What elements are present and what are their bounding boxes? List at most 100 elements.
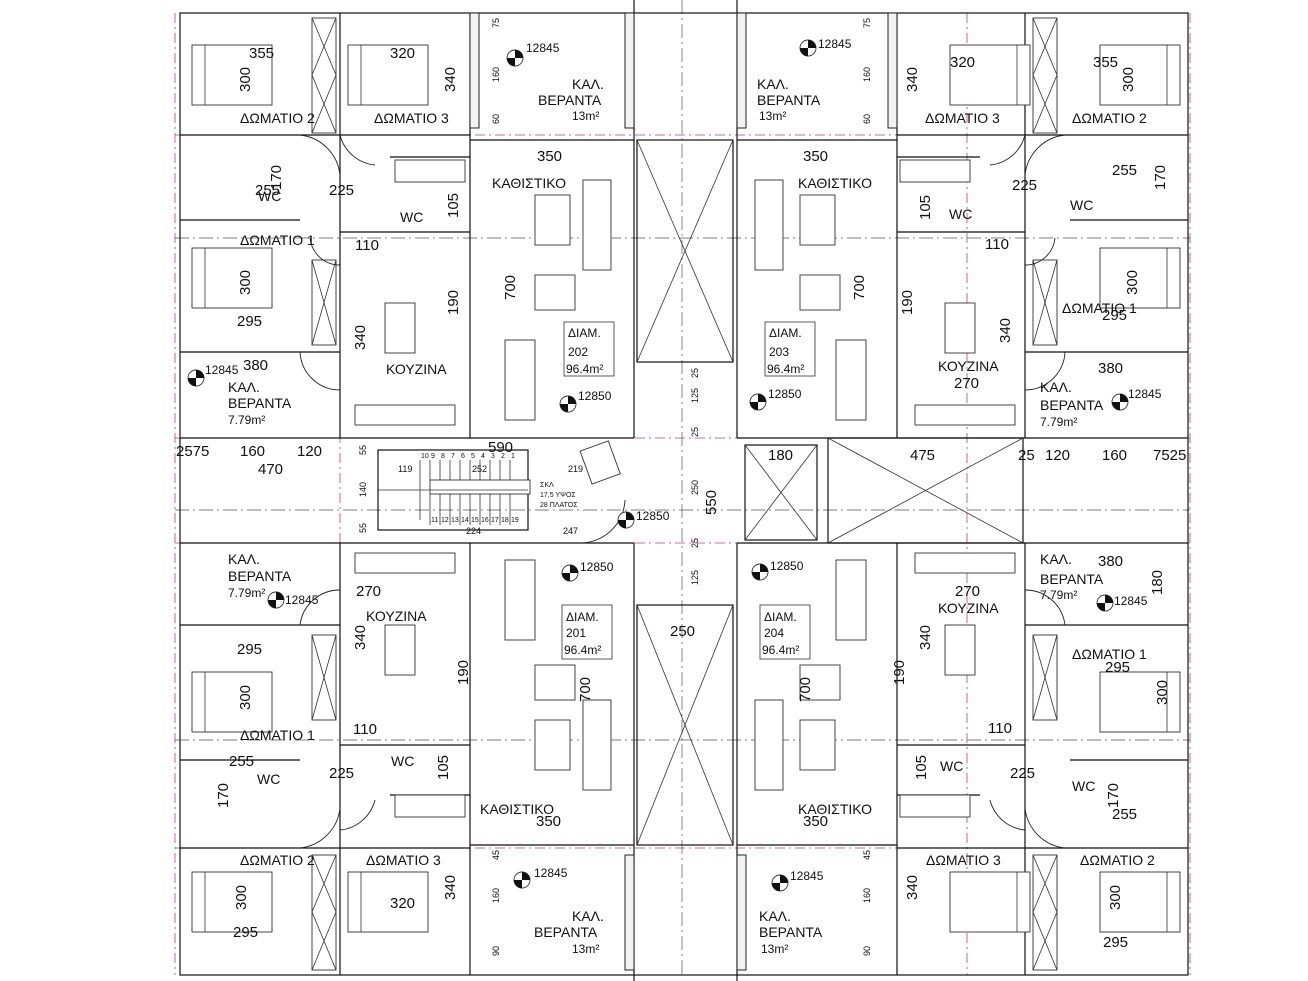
svg-text:110: 110 <box>355 237 379 254</box>
room-label: ΚΑΘΙΣΤΙΚΟ <box>492 175 566 191</box>
svg-text:340: 340 <box>904 67 921 92</box>
svg-text:170: 170 <box>268 165 285 190</box>
svg-text:340: 340 <box>352 325 369 350</box>
svg-text:380: 380 <box>243 357 268 374</box>
apt-name: ΔΙΑΜ. <box>568 326 601 340</box>
svg-text:ΚΑΛ.: ΚΑΛ. <box>572 908 604 924</box>
svg-text:12845: 12845 <box>790 869 824 883</box>
room-label: ΚΑΘΙΣΤΙΚΟ <box>798 801 872 817</box>
room-label: ΚΟΥΖΙΝΑ <box>366 608 427 624</box>
svg-text:550: 550 <box>703 490 720 515</box>
svg-text:105: 105 <box>913 755 930 780</box>
svg-text:19: 19 <box>511 517 519 524</box>
svg-text:18: 18 <box>501 517 509 524</box>
svg-text:12845: 12845 <box>818 37 852 51</box>
svg-text:12845: 12845 <box>526 41 560 55</box>
svg-text:10: 10 <box>421 453 429 460</box>
room-label: ΔΩΜΑΤΙΟ 3 <box>366 852 441 868</box>
svg-text:14: 14 <box>461 517 469 524</box>
svg-text:470: 470 <box>258 461 283 478</box>
kitchen-counters <box>354 159 1016 818</box>
svg-text:160: 160 <box>491 888 501 903</box>
svg-text:110: 110 <box>985 236 1009 253</box>
svg-text:190: 190 <box>455 660 472 685</box>
svg-text:125: 125 <box>690 388 700 403</box>
svg-text:224: 224 <box>466 526 481 536</box>
svg-text:160: 160 <box>491 67 501 82</box>
svg-text:12850: 12850 <box>770 559 804 573</box>
svg-text:250: 250 <box>670 623 695 640</box>
svg-text:9: 9 <box>431 453 435 460</box>
svg-text:7.79m²: 7.79m² <box>1040 588 1077 602</box>
svg-text:ΚΑΛ.: ΚΑΛ. <box>572 76 604 92</box>
svg-text:700: 700 <box>502 275 519 300</box>
svg-text:340: 340 <box>917 625 934 650</box>
svg-text:25: 25 <box>1018 447 1035 464</box>
staircase <box>377 440 621 531</box>
svg-text:475: 475 <box>910 447 935 464</box>
apt-number: 202 <box>568 345 588 359</box>
apartment-202: ΔΙΑΜ. 202 96.4m² <box>563 321 615 377</box>
svg-text:90: 90 <box>491 946 501 956</box>
svg-text:255: 255 <box>229 753 254 770</box>
apt-name: ΔΙΑΜ. <box>764 610 797 624</box>
svg-text:295: 295 <box>1103 934 1128 951</box>
svg-text:13: 13 <box>451 517 459 524</box>
room-label: WC <box>391 753 414 769</box>
apt-number: 204 <box>764 626 784 640</box>
svg-text:ΒΕΡΑΝΤΑ: ΒΕΡΑΝΤΑ <box>534 924 598 940</box>
svg-text:320: 320 <box>390 45 415 62</box>
svg-text:140: 140 <box>358 482 368 497</box>
svg-text:ΒΕΡΑΝΤΑ: ΒΕΡΑΝΤΑ <box>1040 571 1104 587</box>
room-label: ΚΑΘΙΣΤΙΚΟ <box>798 175 872 191</box>
svg-text:ΚΑΛ.: ΚΑΛ. <box>228 551 260 567</box>
svg-text:270: 270 <box>356 583 381 600</box>
svg-text:252: 252 <box>472 464 487 474</box>
room-label: ΔΩΜΑΤΙΟ 1 <box>1062 300 1137 316</box>
svg-text:225: 225 <box>329 182 354 199</box>
svg-text:ΒΕΡΑΝΤΑ: ΒΕΡΑΝΤΑ <box>228 568 292 584</box>
svg-text:ΒΕΡΑΝΤΑ: ΒΕΡΑΝΤΑ <box>757 92 821 108</box>
svg-text:25: 25 <box>690 427 700 437</box>
apt-number: 201 <box>566 626 586 640</box>
svg-text:75: 75 <box>491 18 501 28</box>
svg-text:ΒΕΡΑΝΤΑ: ΒΕΡΑΝΤΑ <box>1040 397 1104 413</box>
svg-text:ΚΑΛ.: ΚΑΛ. <box>759 908 791 924</box>
svg-text:12845: 12845 <box>534 866 568 880</box>
svg-text:300: 300 <box>233 885 250 910</box>
svg-text:12850: 12850 <box>636 509 670 523</box>
room-label: ΚΟΥΖΙΝΑ <box>938 358 999 374</box>
svg-text:6: 6 <box>461 453 465 460</box>
room-label: ΚΑΘΙΣΤΙΚΟ <box>480 801 554 817</box>
svg-text:125: 125 <box>690 570 700 585</box>
svg-text:ΚΑΛ.: ΚΑΛ. <box>228 379 260 395</box>
svg-text:16: 16 <box>481 517 489 524</box>
svg-text:1: 1 <box>511 453 515 460</box>
svg-text:110: 110 <box>353 721 377 738</box>
svg-text:255: 255 <box>255 182 280 199</box>
svg-text:12845: 12845 <box>285 593 319 607</box>
svg-text:380: 380 <box>1098 553 1123 570</box>
svg-text:90: 90 <box>862 946 872 956</box>
svg-text:7: 7 <box>451 453 455 460</box>
svg-text:355: 355 <box>1093 54 1118 71</box>
svg-text:320: 320 <box>950 54 975 71</box>
svg-text:219: 219 <box>568 464 583 474</box>
svg-text:340: 340 <box>904 875 921 900</box>
svg-text:160: 160 <box>240 443 265 460</box>
dimensions: 355 320 320 355 255 225 225 255 350 350 … <box>176 45 1186 951</box>
svg-text:170: 170 <box>1105 783 1122 808</box>
apartment-204: ΔΙΑΜ. 204 96.4m² <box>759 604 811 660</box>
svg-text:295: 295 <box>1102 307 1127 324</box>
svg-text:28 ΠΛΑΤΟΣ: 28 ΠΛΑΤΟΣ <box>540 502 578 509</box>
svg-text:13m²: 13m² <box>761 942 788 956</box>
room-labels: ΔΩΜΑΤΙΟ 2 ΔΩΜΑΤΙΟ 3 ΔΩΜΑΤΙΟ 3 ΔΩΜΑΤΙΟ 2 … <box>240 110 1155 868</box>
room-label: WC <box>1072 778 1095 794</box>
svg-text:350: 350 <box>536 813 561 830</box>
svg-text:25: 25 <box>690 538 700 548</box>
svg-text:355: 355 <box>249 45 274 62</box>
svg-text:300: 300 <box>1107 885 1124 910</box>
svg-text:340: 340 <box>352 625 369 650</box>
svg-text:300: 300 <box>237 685 254 710</box>
svg-text:105: 105 <box>435 755 452 780</box>
